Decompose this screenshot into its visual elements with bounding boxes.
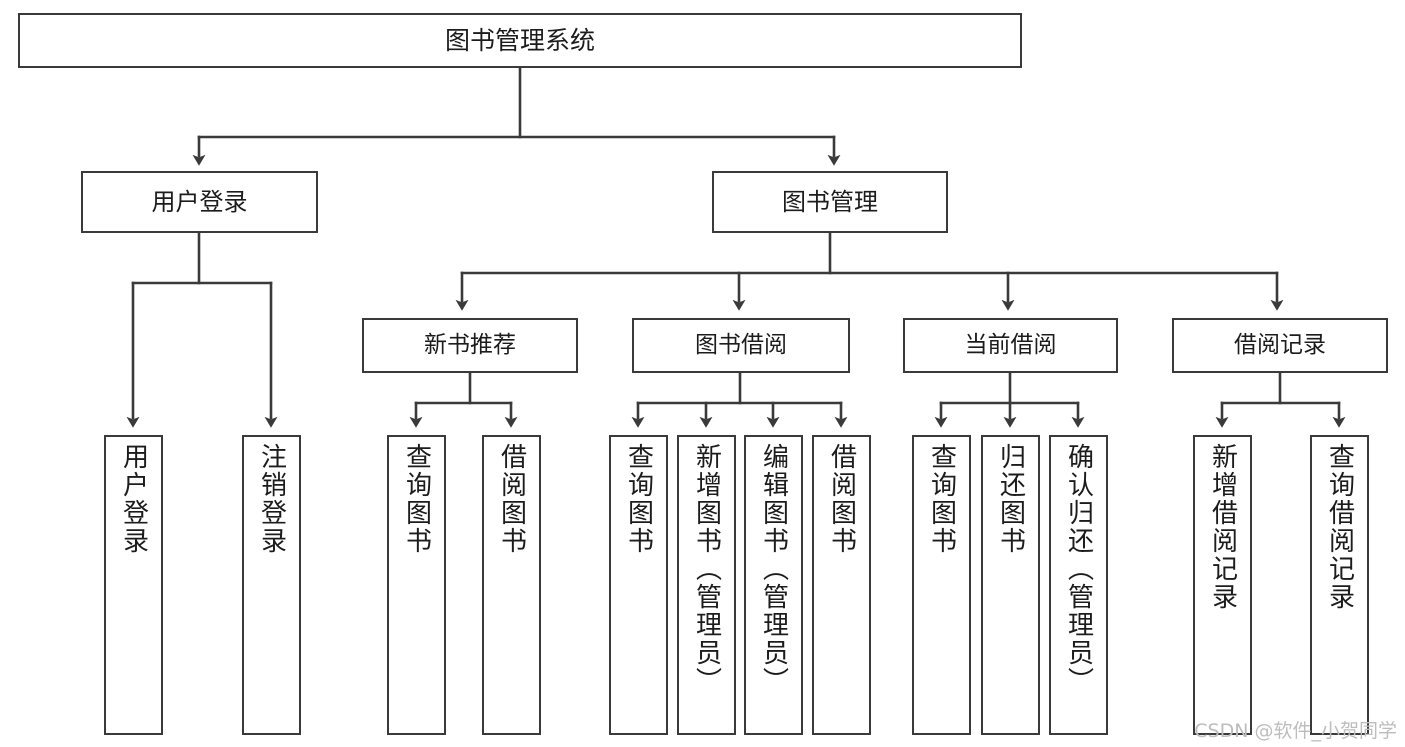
node-label: 新书推荐	[424, 331, 516, 358]
node-book-management[interactable]: 图书管理	[712, 171, 948, 233]
leaf-user-login[interactable]: 用户登录	[104, 435, 163, 735]
node-root-book-management-system[interactable]: 图书管理系统	[18, 13, 1022, 68]
node-book-borrow[interactable]: 图书借阅	[632, 318, 850, 373]
leaf-add-borrow-record[interactable]: 新增借阅记录	[1193, 435, 1252, 735]
node-label: 用户登录	[151, 187, 248, 216]
node-current-borrow[interactable]: 当前借阅	[903, 318, 1118, 373]
node-new-book-recommendation[interactable]: 新书推荐	[362, 318, 578, 373]
node-label: 确认归还（管理员）	[1063, 443, 1094, 695]
node-label: 图书借阅	[695, 331, 787, 358]
leaf-return-book[interactable]: 归还图书	[981, 435, 1040, 735]
node-label: 新增借阅记录	[1207, 443, 1238, 611]
leaf-borrow-book-recommendation[interactable]: 借阅图书	[482, 435, 541, 735]
node-label: 查询图书	[926, 443, 957, 555]
node-borrow-record[interactable]: 借阅记录	[1172, 318, 1388, 373]
leaf-query-book-current[interactable]: 查询图书	[912, 435, 971, 735]
leaf-add-book-admin[interactable]: 新增图书（管理员）	[677, 435, 736, 735]
leaf-borrow-book[interactable]: 借阅图书	[812, 435, 871, 735]
node-label: 查询借阅记录	[1324, 443, 1355, 611]
leaf-edit-book-admin[interactable]: 编辑图书（管理员）	[744, 435, 803, 735]
leaf-logout[interactable]: 注销登录	[242, 435, 301, 735]
node-label: 归还图书	[995, 443, 1026, 555]
node-label: 借阅图书	[826, 443, 857, 555]
leaf-confirm-return-admin[interactable]: 确认归还（管理员）	[1049, 435, 1108, 735]
node-label: 查询图书	[623, 443, 654, 555]
node-label: 图书管理	[782, 187, 878, 216]
leaf-query-borrow-record[interactable]: 查询借阅记录	[1310, 435, 1369, 735]
node-user-login[interactable]: 用户登录	[81, 171, 318, 233]
node-label: 查询图书	[401, 443, 432, 555]
node-label: 图书管理系统	[444, 25, 595, 55]
node-label: 新增图书（管理员）	[691, 443, 722, 695]
node-label: 注销登录	[256, 443, 287, 555]
leaf-query-book-recommendation[interactable]: 查询图书	[387, 435, 446, 735]
watermark: CSDN @软件_小贺同学	[1194, 720, 1397, 742]
node-label: 当前借阅	[964, 331, 1057, 358]
node-label: 借阅记录	[1234, 331, 1326, 358]
node-label: 编辑图书（管理员）	[758, 443, 789, 695]
node-label: 借阅图书	[496, 443, 527, 555]
leaf-query-book-borrow[interactable]: 查询图书	[609, 435, 668, 735]
node-label: 用户登录	[118, 443, 149, 555]
